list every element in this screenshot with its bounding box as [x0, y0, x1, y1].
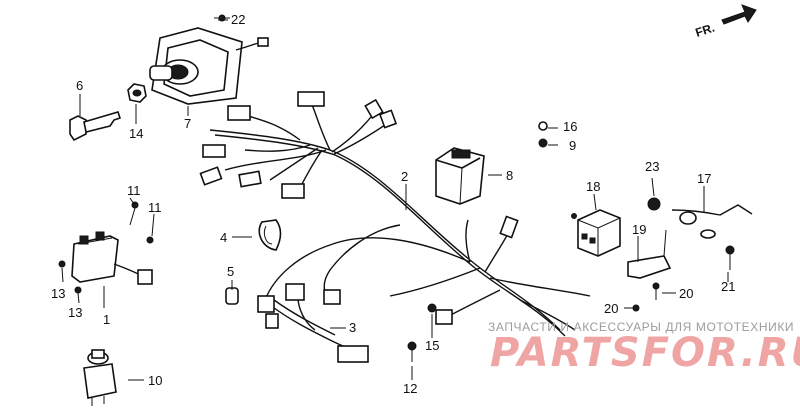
direction-label: FR. — [694, 21, 717, 40]
callout-21: 21 — [721, 279, 735, 294]
callout-13b: 13 — [68, 305, 82, 320]
callout-6: 6 — [76, 78, 83, 93]
bolt-15-icon — [427, 303, 437, 313]
relay-18 — [571, 209, 621, 257]
arrow-icon — [721, 4, 757, 25]
callout-22: 22 — [231, 12, 245, 27]
callout-2: 2 — [401, 169, 408, 184]
stay-17 — [671, 204, 753, 239]
callout-3: 3 — [349, 320, 356, 335]
callout-20b: 20 — [604, 301, 618, 316]
callout-18: 18 — [586, 179, 600, 194]
bolt-11b-icon — [146, 236, 154, 244]
nut-13-icon — [58, 260, 66, 268]
callout-23: 23 — [645, 159, 659, 174]
callout-19: 19 — [632, 222, 646, 237]
callout-9: 9 — [569, 138, 576, 153]
callout-1: 1 — [103, 312, 110, 327]
callout-12: 12 — [403, 381, 417, 396]
switch-box-8 — [435, 147, 485, 205]
leader-lines — [61, 19, 729, 381]
switch-1 — [71, 231, 153, 285]
callout-labels: 1 2 3 4 5 6 7 8 9 10 11 11 12 13 13 14 1… — [51, 12, 735, 396]
main-wire-harness — [199, 91, 591, 337]
nut-14 — [127, 83, 147, 103]
connector-5 — [225, 287, 239, 305]
front-direction-indicator: FR. — [694, 4, 757, 40]
clamp-4 — [258, 219, 282, 251]
callout-14: 14 — [129, 126, 143, 141]
callout-11a: 11 — [127, 183, 141, 198]
bolt-21-icon — [725, 245, 735, 255]
screw-9-icon — [538, 138, 548, 148]
callout-7: 7 — [184, 116, 191, 131]
nut-13b-icon — [74, 286, 82, 294]
callout-5: 5 — [227, 264, 234, 279]
bolt-12-icon — [407, 341, 417, 351]
callout-10: 10 — [148, 373, 162, 388]
ignition-switch-assembly — [149, 14, 269, 105]
nut-23-icon — [647, 197, 661, 211]
ignition-key — [69, 111, 122, 142]
callout-13a: 13 — [51, 286, 65, 301]
callout-11b: 11 — [148, 200, 162, 215]
callout-4: 4 — [220, 230, 227, 245]
washer-16-icon — [538, 121, 548, 131]
bracket-19 — [627, 229, 672, 279]
callout-15: 15 — [425, 338, 439, 353]
callout-8: 8 — [506, 168, 513, 183]
watermark-brand: PARTSFOR.RU — [490, 330, 800, 376]
callout-16: 16 — [563, 119, 577, 134]
fasteners — [58, 121, 735, 362]
watermark-tagline: ЗАПЧАСТИ И АКСЕССУАРЫ ДЛЯ МОТОТЕХНИКИ — [488, 320, 795, 334]
sub-harness-3 — [257, 283, 369, 363]
bolt-20-icon — [652, 282, 660, 290]
switch-10 — [83, 349, 117, 406]
callout-17: 17 — [697, 171, 711, 186]
callout-20a: 20 — [679, 286, 693, 301]
